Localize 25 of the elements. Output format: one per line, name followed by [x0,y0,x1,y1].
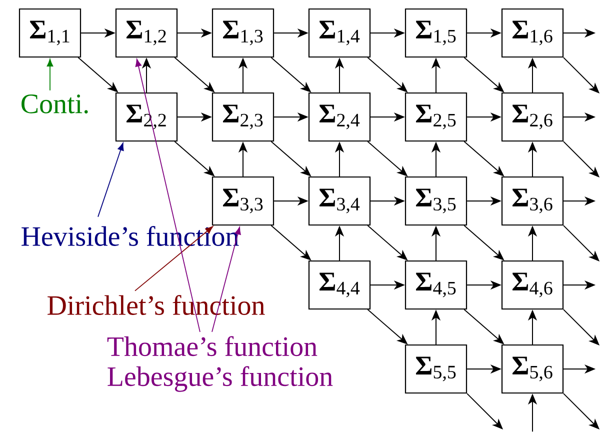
annotation-label: Thomae’s function Lebesgue’s function [107,336,333,392]
leader-arrow [98,142,124,218]
sigma-box: Σ$_{1,5}$ [404,8,468,58]
sigma-box: Σ$_{1,3}$ [212,8,274,58]
sigma-box: Σ$_{3,5}$ [404,176,468,226]
sigma-box: Σ$_{2,3}$ [212,92,274,142]
annotation-label: Conti. [22,94,88,114]
sigma-box: Σ$_{2,4}$ [308,92,371,142]
leader-arrow [212,226,241,332]
sigma-box: Σ$_{1,1}$ [18,8,82,58]
sigma-box: Σ$_{1,4}$ [308,8,371,58]
sigma-box: Σ$_{3,3}$ [212,176,274,226]
sigma-box: Σ$_{3,4}$ [308,176,371,226]
sigma-box: Σ$_{1,2}$ [115,8,178,58]
sigma-box: Σ$_{1,6}$ [501,8,564,58]
sigma-box: Σ$_{2,6}$ [501,92,564,142]
sigma-box: Σ$_{4,4}$ [308,260,371,310]
sigma-box: Σ$_{4,5}$ [404,260,468,310]
leader-arrow [135,58,200,332]
sigma-box: Σ$_{4,6}$ [501,260,564,310]
leader-arrow [46,58,54,91]
sigma-box: Σ$_{2,5}$ [404,92,468,142]
sigma-box: Σ$_{3,6}$ [501,176,564,226]
sigma-box: Σ$_{5,5}$ [404,344,468,394]
sigma-box: Σ$_{5,6}$ [501,344,564,394]
